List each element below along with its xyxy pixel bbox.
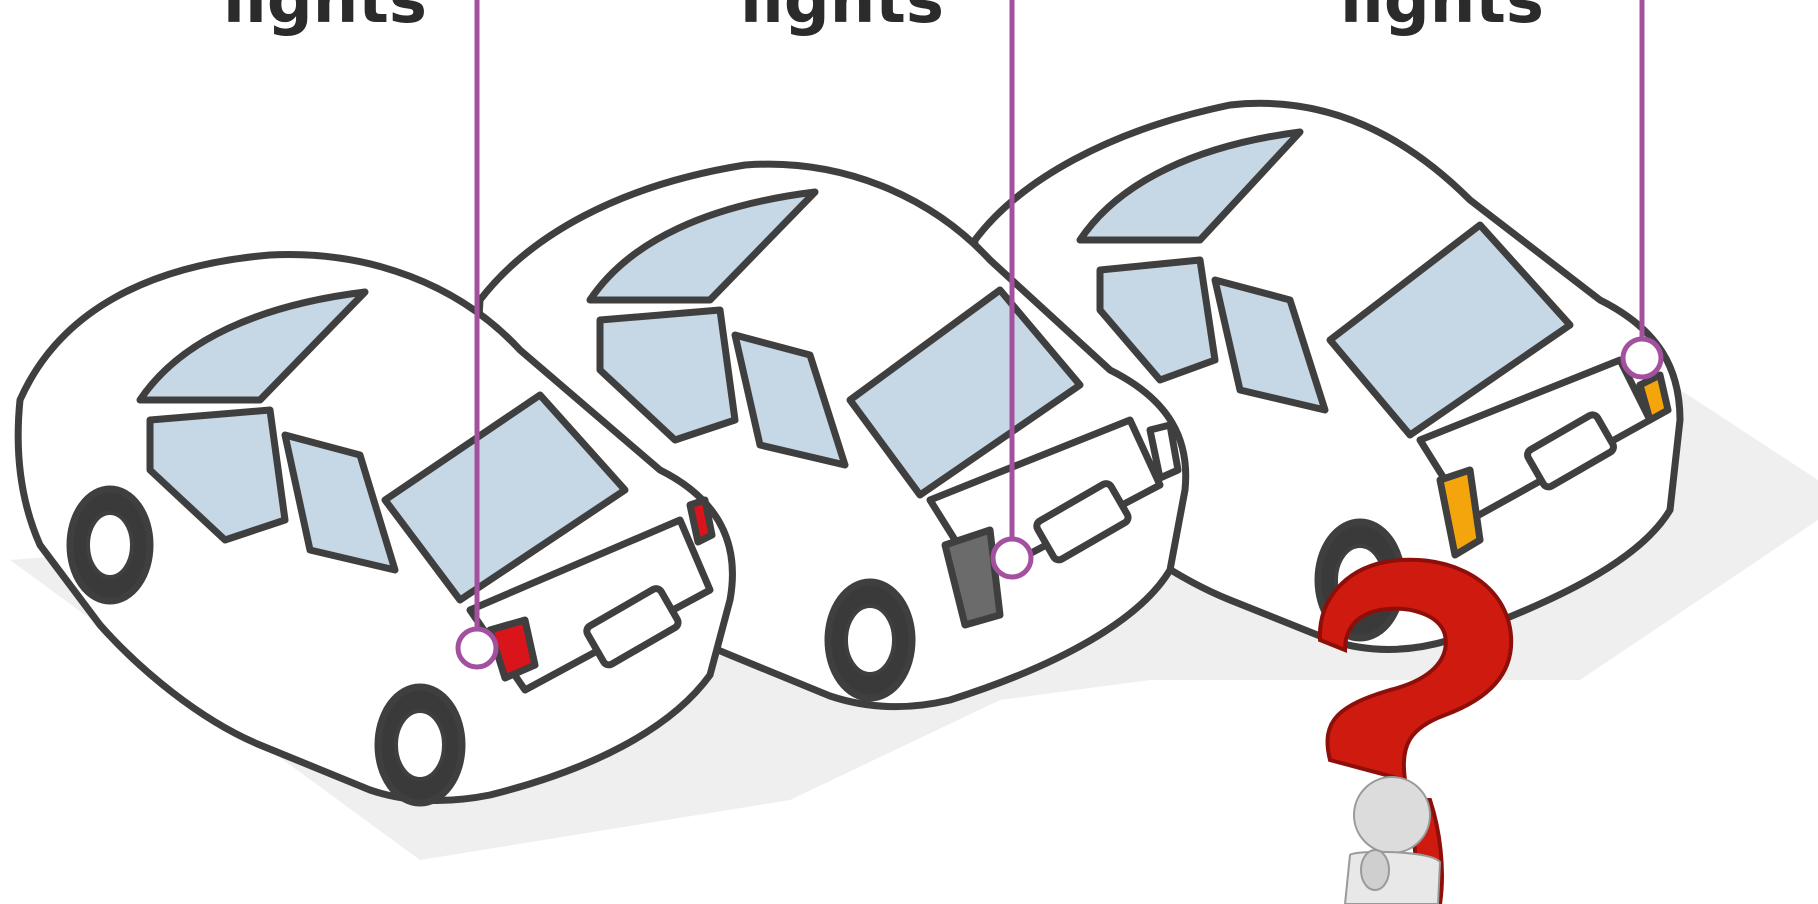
callout-dot bbox=[1623, 339, 1661, 377]
callout-label: lights bbox=[740, 0, 944, 38]
wheel-rim bbox=[88, 513, 132, 577]
wheel-rim bbox=[846, 606, 894, 674]
question-mark-icon bbox=[1320, 560, 1511, 904]
callout-label: lights bbox=[223, 0, 427, 38]
callout-label: lights bbox=[1340, 0, 1544, 38]
tail-light-right bbox=[690, 500, 712, 542]
callout-dot bbox=[993, 539, 1031, 577]
wheel-rim bbox=[396, 711, 444, 779]
callout-dot bbox=[458, 629, 496, 667]
